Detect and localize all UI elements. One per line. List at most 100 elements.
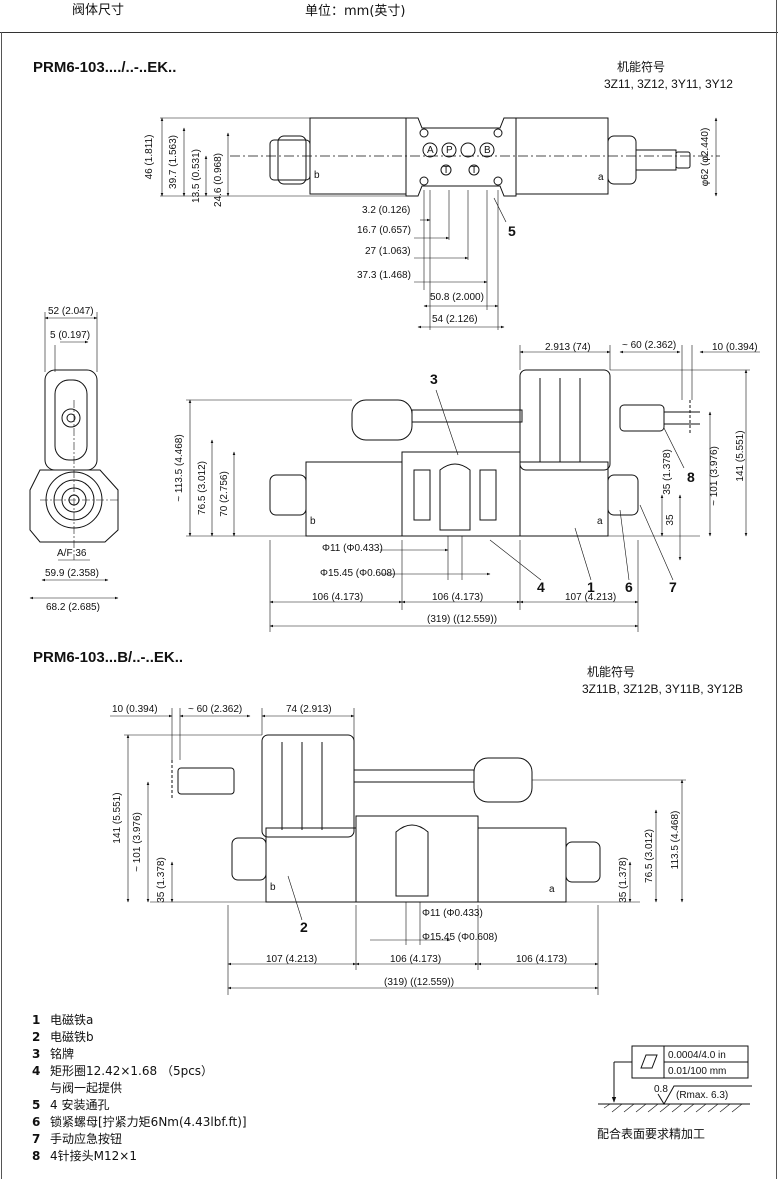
callout-2: 2 [300, 919, 308, 935]
callout-3: 3 [430, 371, 438, 387]
connector-m12 [619, 404, 665, 432]
legend-item-text: 锁紧螺母[拧紧力矩6Nm(4.43lbf.ft)] [50, 1115, 247, 1129]
dim-39-7: 39.7 (1.563) [168, 135, 179, 189]
dim-50-8: 50.8 (2.000) [430, 292, 484, 303]
nameplate-housing-b [261, 734, 355, 838]
port-a-label: A [427, 145, 434, 156]
lock-nut-a [607, 474, 639, 516]
callout-7: 7 [669, 579, 677, 595]
top-lock-nut-right [607, 135, 637, 185]
dim-319: (319) ((12.559)) [427, 614, 497, 625]
dim-phi15-45: Φ15.45 (Φ0.608) [320, 568, 395, 579]
lock-nut-a2 [565, 841, 601, 883]
frame-border-right [776, 0, 777, 1179]
dim-319-bot: (319) ((12.559)) [384, 977, 454, 988]
legend-item-text: 铭牌 [50, 1047, 75, 1061]
dim-16-7: 16.7 (0.657) [357, 225, 411, 236]
top-label-a: a [598, 172, 604, 183]
legend-item-number: 7 [32, 1132, 41, 1146]
dim-74: 74 (2.913) [286, 704, 332, 715]
front-view-2 [110, 708, 686, 995]
dim-68-2: 68.2 (2.685) [46, 602, 100, 613]
front2-label-b: b [270, 882, 276, 893]
section2-symbol-label: 机能符号 [587, 665, 636, 679]
dim-35-a: 35 (1.378) [662, 449, 673, 495]
dim-10-top: 10 (0.394) [712, 342, 758, 353]
legend-item-text: 手动应急按钮 [50, 1132, 123, 1146]
callout-6: 6 [625, 579, 633, 595]
front1-label-a: a [597, 516, 603, 527]
legend-item-text: 4针接头M12×1 [50, 1149, 137, 1163]
section2-model-title: PRM6-103...B/..-..EK.. [33, 649, 184, 666]
dim-5: 5 (0.197) [50, 330, 90, 341]
legend-item-number: 5 [32, 1098, 41, 1112]
valve-body-2 [355, 815, 479, 903]
port-b-label: B [484, 145, 491, 156]
dim-70: 70 (2.756) [219, 471, 230, 517]
dim-10-bot: 10 (0.394) [112, 704, 158, 715]
dim-141-bot: 141 (5.551) [112, 792, 123, 843]
dim-35-bot-left: 35 (1.378) [156, 857, 167, 903]
dim-3-2: 3.2 (0.126) [362, 205, 410, 216]
section2-symbol-codes: 3Z11B, 3Z12B, 3Y11B, 3Y12B [582, 682, 743, 696]
dim-76-5-bot: 76.5 (3.012) [644, 829, 655, 883]
section1-model-title: PRM6-103..../..-..EK.. [33, 59, 177, 76]
legend-item-text: 与阀一起提供 [50, 1081, 123, 1095]
dim-phi11-bot: Φ11 (Φ0.433) [422, 908, 483, 919]
legend-item: 7 手动应急按钮 [32, 1131, 247, 1148]
frame-border-left [1, 32, 2, 1179]
dim-106-left: 106 (4.173) [312, 592, 363, 603]
solenoid-b2 [265, 827, 357, 903]
dim-106-mid: 106 (4.173) [432, 592, 483, 603]
dim-13-5: 13.5 (0.531) [191, 149, 202, 203]
side-body [29, 469, 119, 543]
dim-107-bot: 107 (4.213) [266, 954, 317, 965]
front-view-1 [186, 345, 760, 632]
dim-106-bot-right: 106 (4.173) [516, 954, 567, 965]
dim-46: 46 (1.811) [144, 135, 155, 180]
dim-phi15-45-bot: Φ15.45 (Φ0.608) [422, 932, 497, 943]
dim-60-top: ~ 60 (2.362) [622, 340, 676, 351]
header-title: 阀体尺寸 [72, 3, 125, 18]
solenoid-b [305, 461, 403, 537]
dim-76-5: 76.5 (3.012) [197, 461, 208, 515]
dim-107: 107 (4.213) [565, 592, 616, 603]
dim-101: ~ 101 (3.976) [709, 446, 720, 506]
legend-item: 5 4 安装通孔 [32, 1097, 247, 1114]
front2-label-a: a [549, 884, 555, 895]
side-connector [44, 369, 98, 471]
connector-plug [351, 399, 413, 441]
roughness-value: 0.8 [654, 1084, 668, 1095]
callout-5: 5 [508, 223, 516, 239]
nameplate-housing [519, 369, 611, 471]
top-valve-body [405, 117, 517, 197]
flatness-value-mm: 0.01/100 mm [668, 1066, 726, 1077]
surface-caption: 配合表面要求精加工 [597, 1127, 706, 1141]
connector-plug-2 [473, 757, 533, 803]
dim-101-bot: ~ 101 (3.976) [132, 812, 143, 872]
dim-phi11: Φ11 (Φ0.433) [322, 543, 383, 554]
legend-item-number: 8 [32, 1149, 41, 1163]
solenoid-a [519, 461, 609, 537]
top-view [160, 117, 720, 330]
callout-1: 1 [587, 579, 595, 595]
legend-item-number: 1 [32, 1013, 41, 1027]
port-t2-label: T [471, 165, 477, 176]
header-units: 单位：mm(英寸) [305, 4, 406, 19]
callout-8: 8 [687, 469, 695, 485]
dim-24-6: 24.6 (0.968) [213, 153, 224, 207]
lock-nut-b [269, 474, 307, 516]
dim-35-b: 35 [665, 514, 676, 526]
surface-finish-symbol [598, 1045, 752, 1113]
legend-item-text: 4 安装通孔 [50, 1098, 110, 1112]
legend-item-number: 3 [32, 1047, 41, 1061]
port-p-label: P [446, 145, 453, 156]
section1-symbol-label: 机能符号 [617, 60, 666, 74]
side-view [29, 312, 120, 600]
legend-item-text: 矩形圈12.42×1.68 （5pcs） [50, 1064, 214, 1078]
